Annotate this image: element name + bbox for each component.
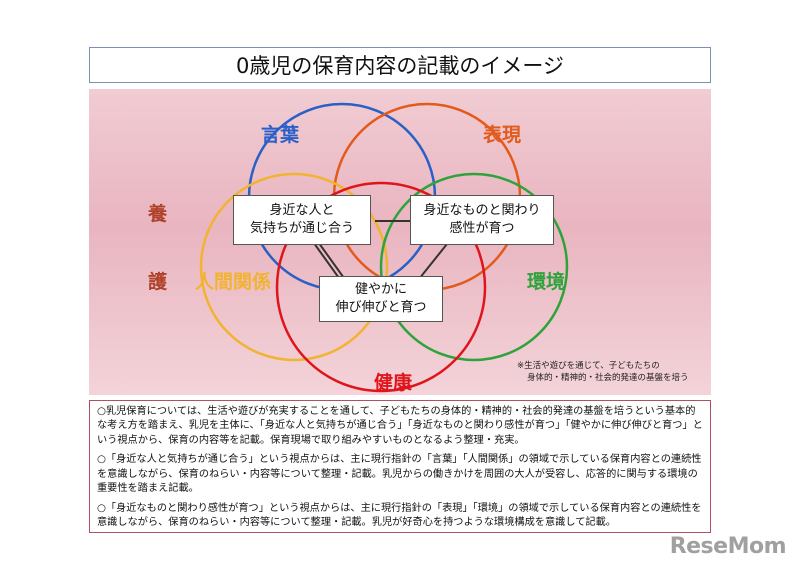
circle-kankyo (379, 172, 569, 362)
paragraph-2: ○「身近な人と気持ちが通じ合う」という視点からは、主に現行指針の「言葉」「人間関… (97, 454, 702, 495)
label-kenko: 健康 (374, 372, 413, 394)
box-right-line1: 身近なものと関わり (423, 203, 541, 219)
diagram-note: ※生活や遊びを通じて、子どもたちの 身体的・精神的・社会的発達の基盤を培う (517, 360, 689, 385)
label-kotoba: 言葉 (261, 124, 300, 146)
box-right: 身近なものと関わり感性が育つ (410, 195, 554, 245)
resemom-logo: ReseMom (669, 534, 787, 559)
box-left: 身近な人と気持ちが通じ合う (233, 195, 371, 245)
circle-ningen (199, 172, 389, 362)
note-line1: ※生活や遊びを通じて、子どもたちの (517, 361, 660, 371)
paragraph-1: ○乳児保育については、生活や遊びが充実することを通して、子どもたちの身体的・精神… (97, 406, 703, 446)
box-right-line2: 感性が育つ (449, 221, 515, 236)
box-center-line2: 伸び伸びと育つ (335, 300, 427, 315)
box-center-line1: 健やかに (354, 282, 407, 298)
label-kankyo: 環境 (527, 271, 566, 293)
box-left-line1: 身近な人と (269, 203, 335, 219)
label-ningen: 人間関係 (195, 271, 272, 293)
label-go: 護 (148, 271, 168, 293)
description-box: ○乳児保育については、生活や遊びが充実することを通して、子どもたちの身体的・精神… (89, 400, 711, 533)
label-hyogen: 表現 (483, 124, 522, 146)
note-line2: 身体的・精神的・社会的発達の基盤を培う (527, 373, 689, 384)
box-center: 健やかに伸び伸びと育つ (319, 276, 443, 322)
circle-kenko (275, 181, 487, 393)
paragraph-3: ○「身近なものと関わり感性が育つ」という視点からは、主に現行指針の「表現」「環境… (97, 502, 702, 529)
box-left-line2: 気持ちが通じ合う (249, 221, 354, 236)
venn-diagram: 言葉 表現 人間関係 環境 健康 養 護 身近な人と気持ちが通じ合う 身近なもの… (89, 89, 711, 395)
venn-svg (199, 102, 569, 393)
label-yo: 養 (148, 203, 168, 225)
page-title: 0歳児の保育内容の記載のイメージ (89, 47, 711, 83)
